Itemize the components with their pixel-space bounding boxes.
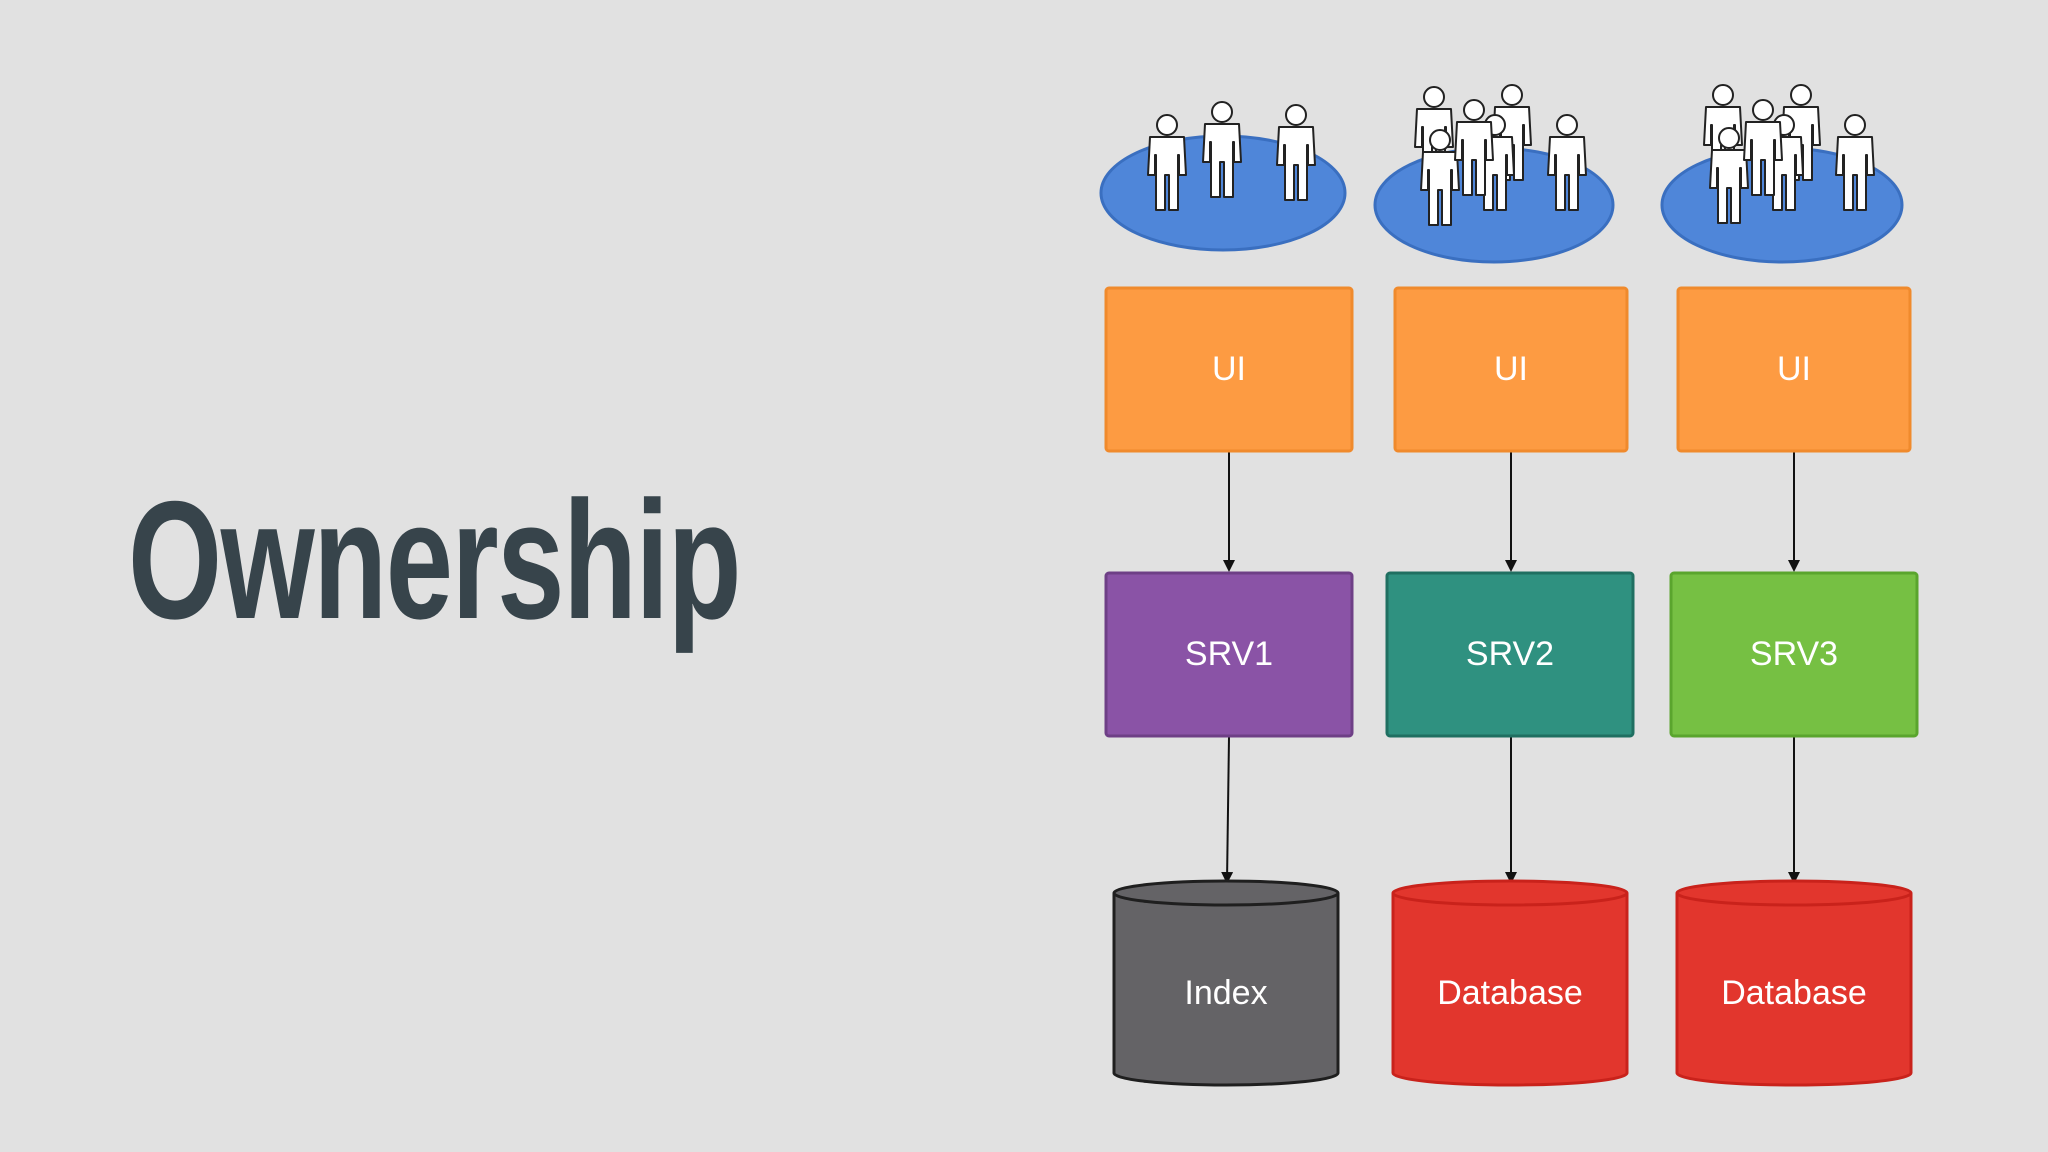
store-label: Database: [1437, 974, 1583, 1012]
ui-label: UI: [1494, 350, 1528, 388]
service-label: SRV1: [1185, 635, 1273, 673]
user-group-1: [1099, 101, 1347, 252]
service-box-srv3: SRV3: [1669, 571, 1919, 738]
user-group-2: [1373, 84, 1615, 264]
ui-label: UI: [1777, 350, 1811, 388]
slide-title: Ownership: [128, 466, 742, 654]
ui-box-2: UI: [1393, 286, 1629, 453]
user-group-3: [1660, 84, 1904, 264]
store-cylinder-index: Index: [1112, 879, 1340, 1087]
edge-srv1-index: [1221, 736, 1234, 884]
service-box-srv2: SRV2: [1385, 571, 1635, 738]
ui-box-3: UI: [1676, 286, 1912, 453]
ui-box-1: UI: [1104, 286, 1354, 453]
service-label: SRV3: [1750, 635, 1838, 673]
ui-label: UI: [1212, 350, 1246, 388]
store-cylinder-database-3: Database: [1675, 879, 1913, 1087]
service-label: SRV2: [1466, 635, 1554, 673]
store-cylinder-database-2: Database: [1391, 879, 1629, 1087]
service-box-srv1: SRV1: [1104, 571, 1354, 738]
store-label: Index: [1184, 974, 1267, 1012]
connectors: [1221, 452, 1800, 884]
store-label: Database: [1721, 974, 1867, 1012]
